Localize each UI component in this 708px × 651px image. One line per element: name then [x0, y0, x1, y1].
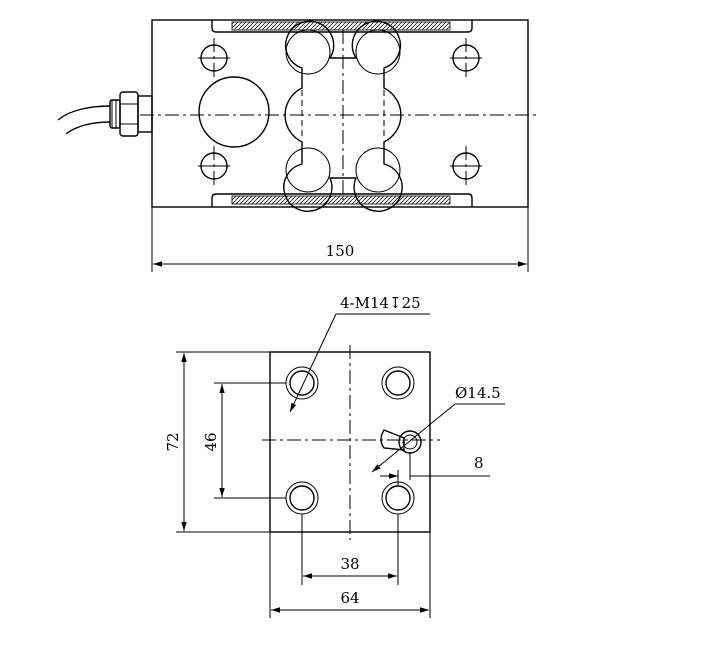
- threaded-hole: [285, 366, 319, 400]
- bottom-view: 4-M14↧25 Ø14.5 8 72 46 38 64: [164, 294, 505, 618]
- cable-gland-icon: [109, 91, 153, 137]
- threaded-hole: [381, 366, 415, 400]
- thread-callout-leader: [289, 313, 337, 413]
- top-view: 150: [57, 19, 540, 272]
- cable: [57, 105, 111, 121]
- load-button-circle: [198, 76, 270, 148]
- threaded-hole: [285, 481, 319, 515]
- mounting-hole: [450, 38, 482, 80]
- hole-diameter-label: Ø14.5: [455, 384, 501, 402]
- mounting-hole: [198, 38, 230, 80]
- width-inner-dimension-label: 38: [340, 555, 359, 573]
- length-dimension-label: 150: [326, 242, 355, 260]
- height-outer-dimension-label: 72: [164, 432, 182, 451]
- width-outer-dimension-label: 64: [340, 589, 359, 607]
- height-inner-dimension-label: 46: [202, 432, 220, 451]
- thread-callout-label: 4-M14↧25: [340, 294, 421, 312]
- threaded-hole: [381, 481, 415, 515]
- body-notch-top: [211, 20, 473, 33]
- offset-dimension-label: 8: [474, 454, 484, 472]
- mounting-hole: [198, 146, 230, 188]
- load-pin-icon: [380, 429, 422, 454]
- hatched-strip-bottom: [231, 195, 451, 205]
- hatched-strip-top: [231, 21, 451, 31]
- flexure-cutout: [283, 20, 403, 212]
- hole-diameter-leader: [371, 403, 456, 473]
- body-notch-bottom: [211, 193, 473, 207]
- mounting-hole: [450, 146, 482, 188]
- load-cell-body-outline: [151, 19, 529, 208]
